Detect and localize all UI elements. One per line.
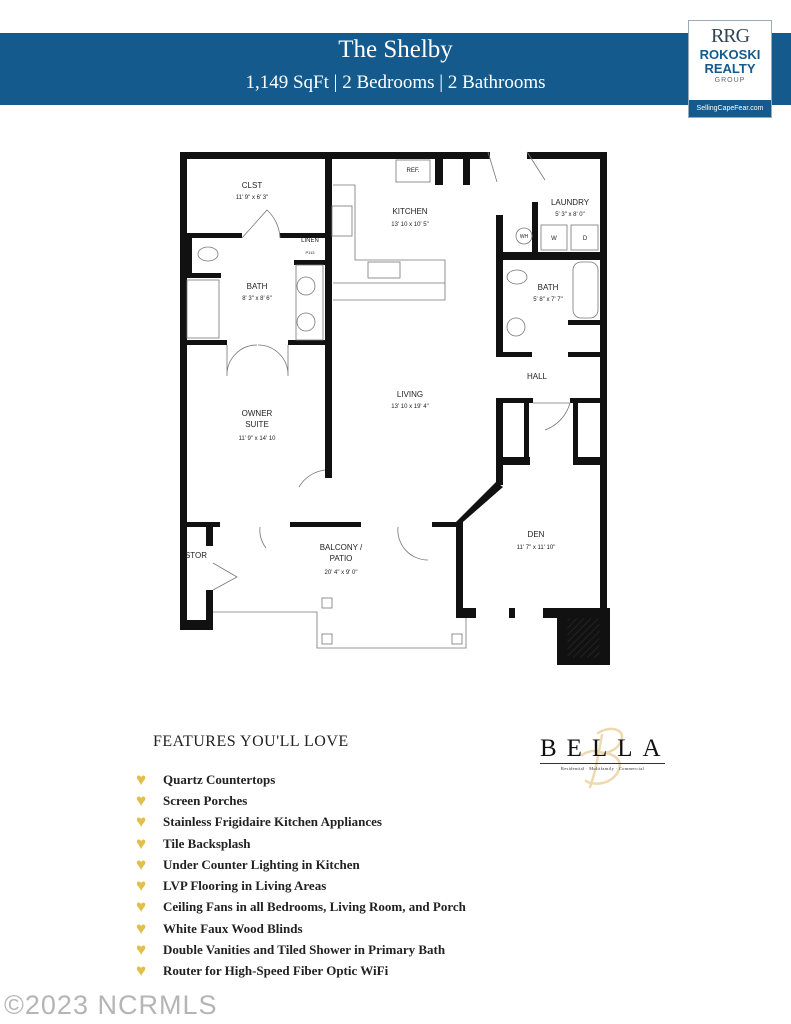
feature-text: Router for High-Speed Fiber Optic WiFi (163, 963, 389, 979)
room-dims-bath-2: 5' 8" x 7' 7" (533, 297, 563, 303)
feature-text: Ceiling Fans in all Bedrooms, Living Roo… (163, 899, 466, 915)
room-dims-den: 11' 7" x 11' 10" (517, 545, 556, 551)
room-dims-owner-suite: 11' 9" x 14' 10 (238, 436, 276, 442)
room-dims-kitchen: 13' 10 x 10' 5" (391, 222, 428, 228)
room-label-stor: STOR (185, 551, 207, 560)
feature-text: LVP Flooring in Living Areas (163, 878, 327, 894)
room-dims-owner-bath: 8' 3" x 8' 6" (242, 296, 272, 302)
rokoski-realty-logo: RRG ROKOSKI REALTY GROUP SellingCapeFear… (688, 20, 772, 118)
room-label-clst: CLST (242, 181, 263, 190)
watermark: ©2023 NCRMLS (4, 990, 218, 1020)
logo-url: SellingCapeFear.com (689, 100, 771, 117)
heart-icon: ♥ (136, 812, 147, 832)
bella-wordmark: BELLA (540, 735, 671, 762)
room-label-living: LIVING (397, 390, 423, 399)
room-label-kitchen: KITCHEN (392, 207, 427, 216)
feature-item: ♥ Router for High-Speed Fiber Optic WiFi (136, 961, 466, 982)
feature-item: ♥ Quartz Countertops (136, 769, 466, 790)
feature-text: White Faux Wood Blinds (163, 920, 303, 936)
heart-icon: ♥ (136, 897, 147, 917)
heart-icon: ♥ (136, 918, 147, 938)
page-subtitle: 1,149 SqFt | 2 Bedrooms | 2 Bathrooms (245, 72, 546, 93)
feature-item: ♥ Tile Backsplash (136, 833, 466, 854)
room-dims-clst: 11' 9" x 6' 3" (236, 195, 268, 201)
room-label-hall: HALL (527, 372, 548, 381)
chimney-hatch (566, 617, 601, 659)
room-label-owner-suite: OWNER (242, 409, 273, 418)
features-list: ♥ Quartz Countertops ♥ Screen Porches ♥ Sta… (136, 769, 466, 982)
feature-text: Stainless Frigidaire Kitchen Appliances (163, 814, 382, 830)
feature-text: Screen Porches (163, 792, 248, 808)
feature-text: Tile Backsplash (163, 835, 251, 851)
bella-logo: BELLA Residential · Multifamily · Commer… (540, 727, 671, 789)
heart-icon: ♥ (136, 876, 147, 896)
heart-icon: ♥ (136, 769, 147, 789)
feature-item: ♥ Screen Porches (136, 790, 466, 811)
room-label-den: DEN (528, 530, 545, 539)
floor-plan: CLST 11' 9" x 6' 3" KITCHEN 13' 10 x 10'… (180, 151, 610, 665)
dryer-label: D (583, 236, 588, 242)
fixtures-outlines (186, 151, 599, 649)
walls (180, 152, 607, 630)
heart-icon: ♥ (136, 833, 147, 853)
heart-icon: ♥ (136, 854, 147, 874)
feature-text: Quartz Countertops (163, 771, 276, 787)
linen-label: LINEN (301, 238, 319, 244)
page-title: The Shelby (338, 36, 453, 63)
room-label-patio: PATIO (330, 554, 353, 563)
logo-name-1: ROKOSKI (699, 47, 761, 62)
feature-item: ♥ White Faux Wood Blinds (136, 918, 466, 939)
feature-text: Double Vanities and Tiled Shower in Prim… (163, 942, 446, 958)
room-dims-living: 13' 10 x 19' 4" (391, 404, 428, 410)
logo-monogram: RRG (710, 25, 750, 47)
room-label-laundry: LAUNDRY (551, 198, 590, 207)
heart-icon: ♥ (136, 940, 147, 960)
feature-item: ♥ Stainless Frigidaire Kitchen Appliances (136, 812, 466, 833)
ref-label: REF. (406, 168, 419, 174)
room-label-balcony: BALCONY / (320, 543, 363, 552)
features-heading: FEATURES YOU'LL LOVE (153, 733, 349, 750)
bella-tagline: Residential · Multifamily · Commercial (540, 763, 665, 771)
logo-name-2: REALTY (704, 61, 756, 76)
header-banner (0, 33, 791, 105)
logo-name-3: GROUP (714, 77, 746, 84)
feature-text: Under Counter Lighting in Kitchen (163, 856, 360, 872)
feature-item: ♥ Under Counter Lighting in Kitchen (136, 854, 466, 875)
room-dims-balcony: 20' 4" x 9' 0" (325, 570, 358, 576)
feature-item: ♥ Ceiling Fans in all Bedrooms, Living Ro… (136, 897, 466, 918)
room-label-owner-suite-2: SUITE (245, 420, 269, 429)
feature-item: ♥ Double Vanities and Tiled Shower in Pri… (136, 939, 466, 960)
heart-icon: ♥ (136, 961, 147, 981)
heart-icon: ♥ (136, 790, 147, 810)
washer-label: W (551, 236, 557, 242)
feature-item: ♥ LVP Flooring in Living Areas (136, 875, 466, 896)
room-label-bath-2: BATH (538, 283, 559, 292)
linen-sub-label: P113 (305, 250, 315, 255)
room-dims-laundry: 5' 3" x 8' 0" (555, 212, 585, 218)
bella-monogram-icon (580, 727, 624, 789)
room-label-owner-bath: BATH (247, 282, 268, 291)
water-heater-label: WH (520, 234, 529, 240)
